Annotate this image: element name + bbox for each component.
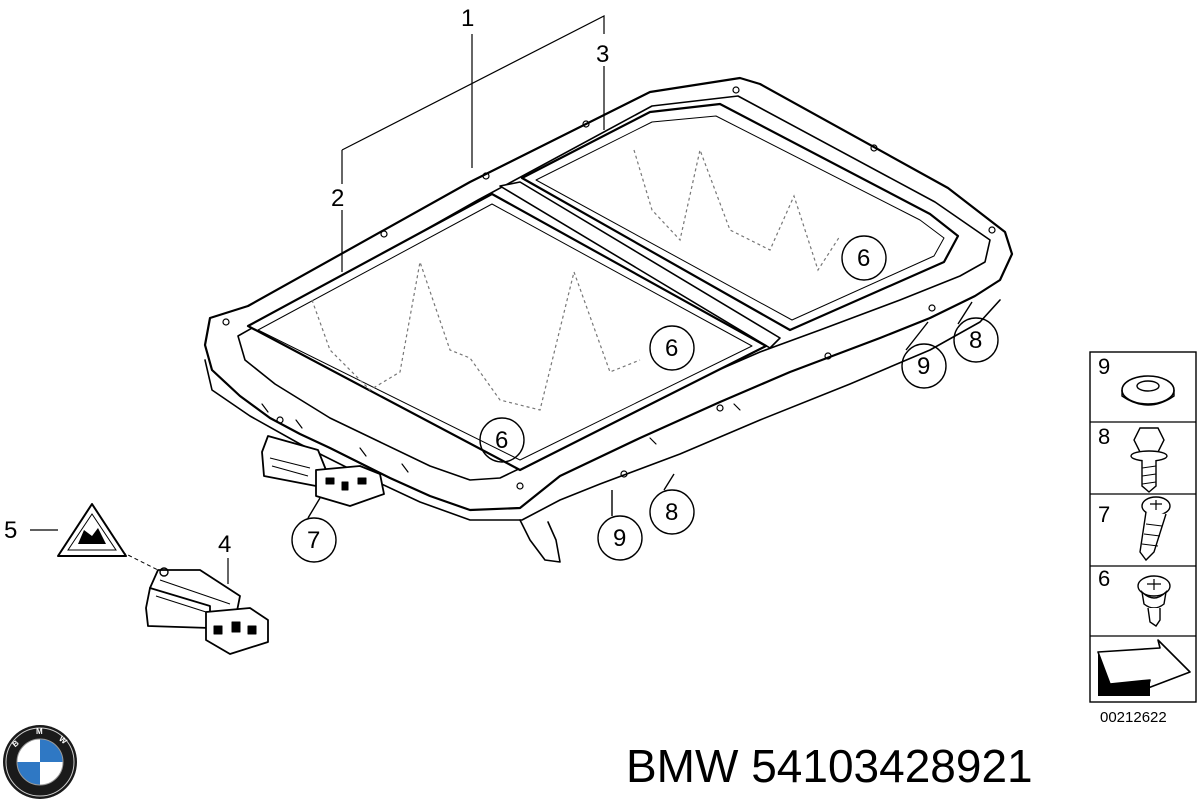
fastener-legend: 9 8 7 6 — [1089, 351, 1197, 703]
callout-3: 3 — [596, 41, 609, 68]
leader-lines — [30, 15, 605, 584]
drive-motor — [145, 567, 269, 655]
bubble-6-rear: 6 — [857, 245, 870, 272]
legend-row-torx-screw: 7 — [1098, 496, 1171, 562]
torx-screw-icon — [1139, 496, 1171, 562]
bubble-8-right: 8 — [969, 327, 982, 354]
callout-2: 2 — [331, 185, 344, 212]
logo-letter: M — [36, 727, 43, 736]
callout-4: 4 — [218, 531, 231, 558]
part-number-label: BMW 54103428921 — [626, 740, 1033, 792]
legend-number: 7 — [1098, 502, 1110, 527]
bubble-9-right: 9 — [917, 353, 930, 380]
logo-letter: B — [10, 738, 20, 749]
motor-pointer-line — [121, 551, 159, 571]
warning-label — [57, 503, 127, 557]
bubble-6-front: 6 — [495, 427, 508, 454]
legend-number: 8 — [1098, 424, 1110, 449]
bubble-7: 7 — [307, 527, 320, 554]
part-bubbles — [291, 235, 999, 563]
callout-5: 5 — [4, 517, 17, 544]
frame-mounted-motor — [261, 435, 385, 507]
legend-row-short-torx-screw: 6 — [1098, 566, 1171, 627]
front-glass-panel — [246, 192, 768, 472]
diagram-reference-code: 00212622 — [1100, 709, 1167, 726]
legend-number: 6 — [1098, 566, 1110, 591]
bubble-9-bottom: 9 — [613, 525, 626, 552]
legend-row-hex-bolt: 8 — [1098, 424, 1168, 493]
bubble-8-bottom: 8 — [665, 499, 678, 526]
hex-bolt-icon — [1130, 427, 1168, 493]
legend-row-washer: 9 — [1098, 354, 1175, 406]
bmw-roundel-icon: B M W — [3, 725, 77, 799]
direction-arrow-icon — [1097, 639, 1191, 696]
callout-labels: 1 2 3 4 5 — [4, 5, 609, 558]
callout-1: 1 — [461, 5, 474, 32]
legend-number: 9 — [1098, 354, 1110, 379]
short-torx-screw-icon — [1137, 575, 1171, 627]
washer-icon — [1121, 375, 1175, 406]
logo-letter: W — [57, 734, 69, 746]
bubble-6-mid: 6 — [665, 335, 678, 362]
part-bubble-labels: 6 6 6 7 8 9 8 9 — [307, 245, 982, 554]
